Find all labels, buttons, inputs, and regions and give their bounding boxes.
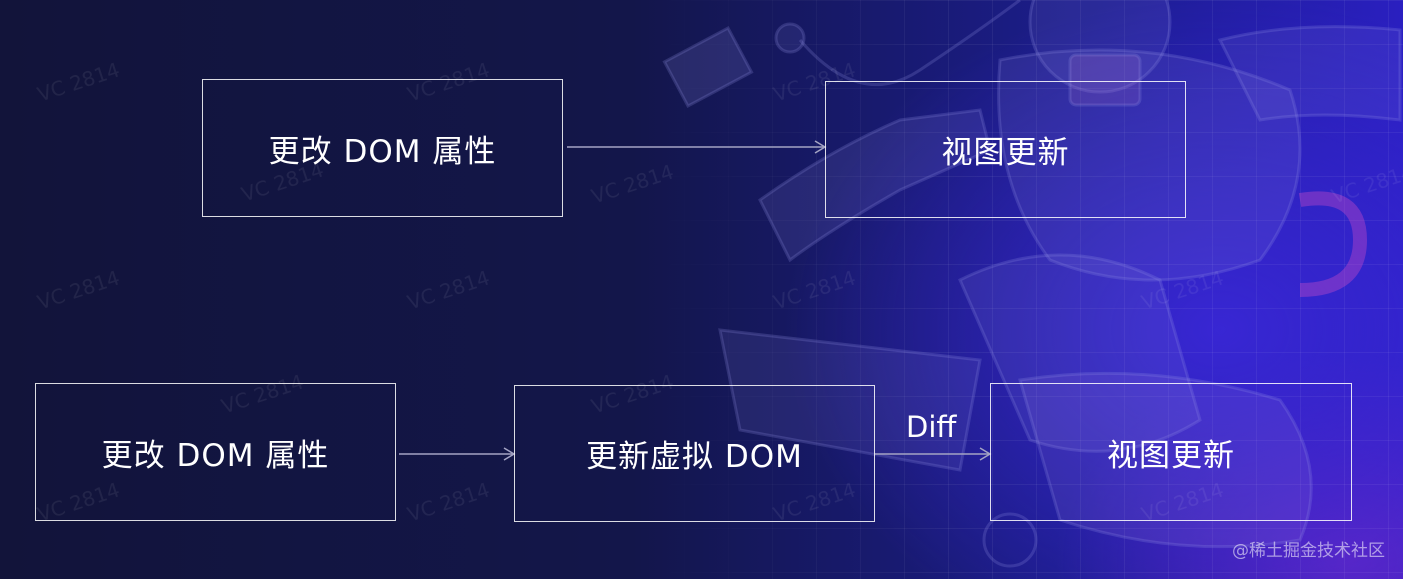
bottom-target-label: 视图更新 [1107,437,1235,474]
bottom-source-node: 更改 DOM 属性 [35,383,396,521]
top-target-node: 视图更新 [825,81,1186,218]
diff-edge-label: Diff [906,410,957,444]
bottom-source-label: 更改 DOM 属性 [101,437,330,474]
bottom-target-node: 视图更新 [990,383,1352,521]
background-grid [640,0,1403,579]
top-target-label: 视图更新 [941,135,1070,171]
top-source-label: 更改 DOM 属性 [268,133,497,170]
bottom-middle-label: 更新虚拟 DOM [586,439,803,475]
source-credit: @稀土掘金技术社区 [1232,541,1385,561]
top-source-node: 更改 DOM 属性 [202,79,563,217]
bottom-middle-node: 更新虚拟 DOM [514,385,875,522]
